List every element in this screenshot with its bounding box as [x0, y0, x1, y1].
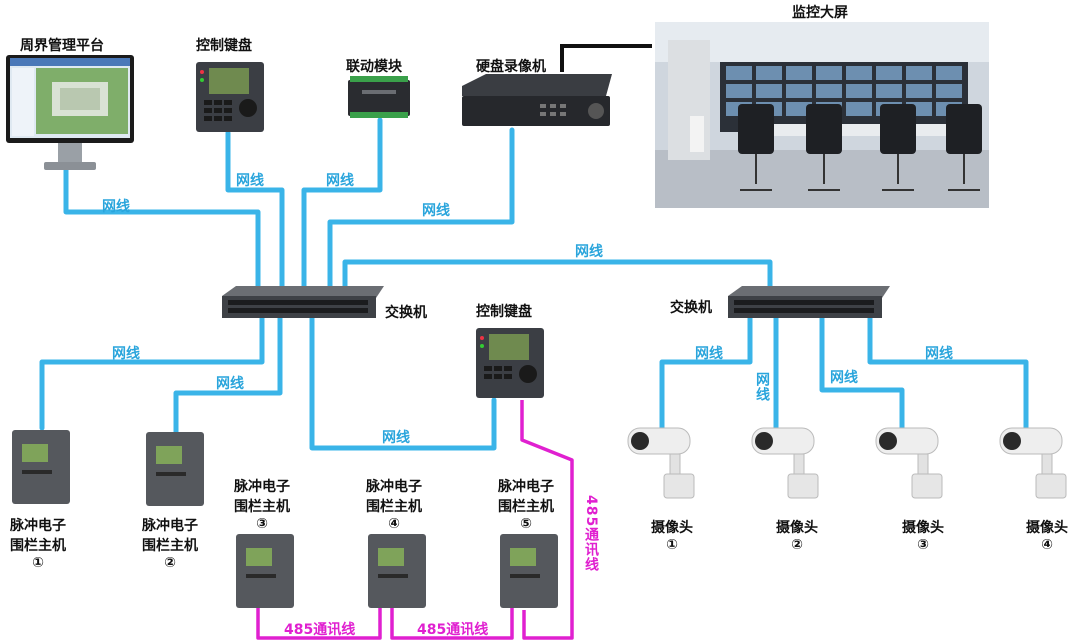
camera-devices	[627, 427, 1067, 499]
dvr-device	[462, 74, 612, 126]
label-linkage-module: 联动模块	[346, 59, 402, 75]
fence-host-4-line2: 围栏主机	[366, 499, 422, 515]
fence-host-3-line2: 围栏主机	[234, 499, 290, 515]
cable-dvr-switch	[327, 127, 515, 293]
label-control-keyboard-mid: 控制键盘	[476, 304, 532, 320]
cable-switch-cam3	[819, 315, 905, 431]
label-perimeter-platform: 周界管理平台	[20, 38, 104, 54]
fence-host-3-number: ③	[256, 516, 268, 532]
fence-host-5-device	[500, 534, 558, 608]
fence-host-2-number: ②	[164, 555, 176, 571]
label-fence-host-1: 脉冲电子 围栏主机 ①	[10, 515, 66, 571]
fence-host-5-line2: 围栏主机	[498, 499, 554, 515]
wire-label-485-fence3-4: 485通讯线	[284, 622, 356, 638]
fence-host-1-line2: 围栏主机	[10, 538, 66, 554]
monitor-wall-room	[655, 22, 989, 208]
fence-host-2-line2: 围栏主机	[142, 538, 198, 554]
wire-label-fence2: 网线	[216, 376, 244, 392]
fence-host-4-line1: 脉冲电子	[366, 479, 422, 495]
wire-label-cam1: 网线	[695, 346, 723, 362]
camera-4-name: 摄像头	[1026, 520, 1068, 536]
camera-1-number: ①	[666, 537, 678, 553]
cable-switch-fence2	[173, 315, 283, 435]
switch-left-device	[222, 286, 384, 318]
fence-host-1-device	[12, 430, 70, 504]
cable-dvr-monitor-wall	[560, 44, 652, 72]
cable-linkage-switch	[301, 117, 383, 293]
label-camera-2: 摄像头 ②	[776, 517, 818, 553]
rs485-keyboard-fence5	[520, 400, 574, 640]
camera-3-number: ③	[917, 537, 929, 553]
wire-label-linkage: 网线	[326, 173, 354, 189]
label-monitor-wall: 监控大屏	[792, 5, 848, 21]
linkage-module-device	[348, 76, 410, 118]
wire-label-cam4: 网线	[925, 346, 953, 362]
label-fence-host-3: 脉冲电子 围栏主机 ③	[234, 476, 290, 532]
camera-2-name: 摄像头	[776, 520, 818, 536]
cable-keyboard-switch	[225, 130, 285, 293]
label-control-keyboard-top: 控制键盘	[196, 38, 252, 54]
camera-1-name: 摄像头	[651, 520, 693, 536]
wire-label-keyboard-top: 网线	[236, 173, 264, 189]
control-keyboard-mid-device	[476, 328, 544, 398]
camera-3-name: 摄像头	[902, 520, 944, 536]
rs485-fence4-fence5	[390, 608, 514, 640]
rs485-cables	[256, 400, 574, 640]
cable-platform-switch	[63, 167, 261, 293]
switch-right-device	[728, 286, 890, 318]
fence-host-2-device	[146, 432, 204, 506]
network-cables	[39, 117, 1029, 451]
camera-2-number: ②	[791, 537, 803, 553]
wire-label-cam2: 网线	[754, 372, 770, 402]
camera-4-device	[999, 427, 1067, 499]
camera-3-device	[875, 427, 943, 499]
cable-switch-keyboard-mid	[309, 315, 497, 451]
fence-host-3-line1: 脉冲电子	[234, 479, 290, 495]
fence-host-3-device	[236, 534, 294, 608]
cable-switch-cam4	[867, 315, 1029, 431]
label-switch-left: 交换机	[385, 305, 427, 321]
wire-label-485-fence4-5: 485通讯线	[417, 622, 489, 638]
fence-host-5-number: ⑤	[520, 516, 532, 532]
wire-label-switch-link: 网线	[575, 244, 603, 260]
fence-host-1-number: ①	[32, 555, 44, 571]
label-fence-host-4: 脉冲电子 围栏主机 ④	[366, 476, 422, 532]
fence-host-1-line1: 脉冲电子	[10, 518, 66, 534]
label-switch-right: 交换机	[670, 300, 712, 316]
wire-label-fence1: 网线	[112, 346, 140, 362]
wire-label-platform: 网线	[102, 199, 130, 215]
fence-host-2-line1: 脉冲电子	[142, 518, 198, 534]
perimeter-platform-monitor	[6, 55, 134, 170]
wire-label-485-keyboard: 485通讯线	[583, 495, 599, 573]
cable-switch-fence1	[39, 315, 265, 431]
label-camera-1: 摄像头 ①	[651, 517, 693, 553]
label-dvr: 硬盘录像机	[476, 59, 546, 75]
label-fence-host-5: 脉冲电子 围栏主机 ⑤	[498, 476, 554, 532]
camera-1-device	[627, 427, 695, 499]
camera-2-device	[751, 427, 819, 499]
fence-host-5-line1: 脉冲电子	[498, 479, 554, 495]
wire-label-dvr: 网线	[422, 203, 450, 219]
control-keyboard-top-device	[196, 62, 264, 132]
fence-host-devices	[12, 430, 558, 608]
wire-label-cam3: 网线	[830, 370, 858, 386]
fence-host-4-device	[368, 534, 426, 608]
fence-host-4-number: ④	[388, 516, 400, 532]
rs485-fence3-fence4	[256, 608, 382, 640]
wire-label-keyboard-mid: 网线	[382, 430, 410, 446]
cable-switch-cam1	[659, 315, 753, 431]
label-fence-host-2: 脉冲电子 围栏主机 ②	[142, 515, 198, 571]
cable-switch-switch	[342, 259, 773, 293]
camera-4-number: ④	[1041, 537, 1053, 553]
label-camera-3: 摄像头 ③	[902, 517, 944, 553]
label-camera-4: 摄像头 ④	[1026, 517, 1068, 553]
